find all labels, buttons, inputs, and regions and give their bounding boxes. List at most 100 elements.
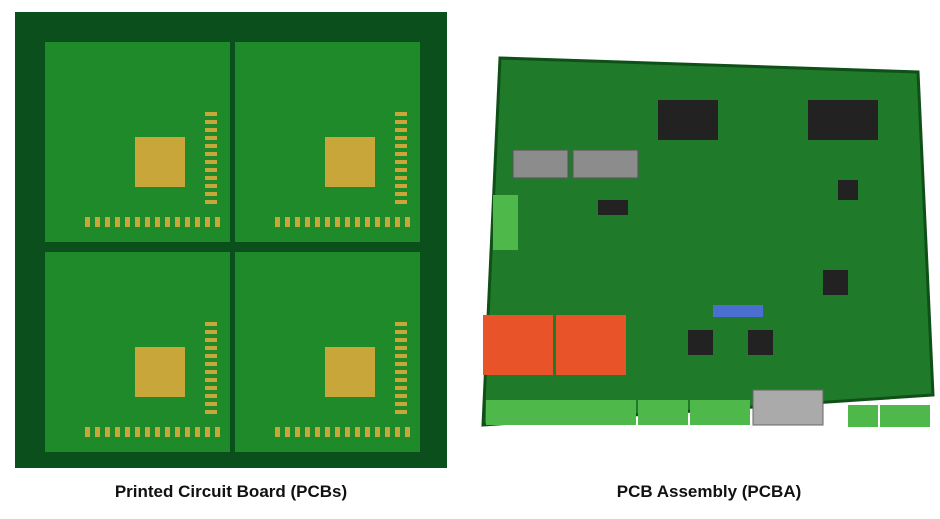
pad bbox=[365, 427, 370, 437]
pad bbox=[85, 427, 90, 437]
pad bbox=[305, 427, 310, 437]
pad bbox=[205, 200, 217, 204]
pad bbox=[205, 322, 217, 326]
pad bbox=[395, 160, 407, 164]
pad bbox=[185, 427, 190, 437]
bga-footprint bbox=[135, 347, 185, 397]
pad bbox=[205, 410, 217, 414]
pad bbox=[195, 427, 200, 437]
pad bbox=[355, 427, 360, 437]
pad bbox=[385, 217, 390, 227]
pad bbox=[395, 346, 407, 350]
pad bbox=[395, 362, 407, 366]
bga-footprint bbox=[135, 137, 185, 187]
pad bbox=[205, 330, 217, 334]
pad bbox=[395, 354, 407, 358]
pad bbox=[395, 217, 400, 227]
pad bbox=[405, 217, 410, 227]
ic-chip bbox=[598, 200, 628, 215]
ic-chip bbox=[658, 100, 718, 140]
ic-chip bbox=[838, 180, 858, 200]
pad bbox=[375, 427, 380, 437]
db25-connector bbox=[752, 389, 824, 426]
ic-chip bbox=[748, 330, 773, 355]
pad bbox=[145, 217, 150, 227]
pad bbox=[295, 427, 300, 437]
pad bbox=[95, 217, 100, 227]
pad bbox=[395, 112, 407, 116]
pad bbox=[205, 168, 217, 172]
pad bbox=[205, 370, 217, 374]
pad bbox=[205, 136, 217, 140]
pad bbox=[395, 184, 407, 188]
pad bbox=[355, 217, 360, 227]
pad bbox=[315, 427, 320, 437]
pad bbox=[155, 427, 160, 437]
pad bbox=[395, 322, 407, 326]
pad bbox=[345, 217, 350, 227]
pad bbox=[205, 386, 217, 390]
pad bbox=[125, 427, 130, 437]
pad bbox=[195, 217, 200, 227]
pad bbox=[205, 394, 217, 398]
pad bbox=[205, 112, 217, 116]
pad bbox=[395, 176, 407, 180]
pad bbox=[365, 217, 370, 227]
pad bbox=[215, 427, 220, 437]
bga-footprint bbox=[325, 137, 375, 187]
pad bbox=[205, 144, 217, 148]
pad bbox=[325, 427, 330, 437]
pad bbox=[395, 330, 407, 334]
ic-chip bbox=[688, 330, 713, 355]
pcb-assembly-photo bbox=[481, 56, 935, 427]
pad bbox=[395, 128, 407, 132]
pad bbox=[205, 120, 217, 124]
pad bbox=[215, 217, 220, 227]
pad bbox=[155, 217, 160, 227]
pad bbox=[205, 402, 217, 406]
pad bbox=[405, 427, 410, 437]
pad bbox=[205, 176, 217, 180]
pad bbox=[205, 346, 217, 350]
pad bbox=[145, 427, 150, 437]
pad bbox=[315, 217, 320, 227]
pad bbox=[165, 217, 170, 227]
pad bbox=[395, 427, 400, 437]
pad bbox=[395, 386, 407, 390]
db9-connectors bbox=[512, 149, 639, 179]
pad bbox=[165, 427, 170, 437]
pad bbox=[205, 160, 217, 164]
pad bbox=[105, 427, 110, 437]
pad bbox=[395, 402, 407, 406]
pad bbox=[115, 217, 120, 227]
pad bbox=[115, 427, 120, 437]
pad bbox=[395, 200, 407, 204]
caption-pcb: Printed Circuit Board (PCBs) bbox=[114, 482, 348, 501]
pad bbox=[275, 427, 280, 437]
pad bbox=[185, 217, 190, 227]
pad bbox=[395, 168, 407, 172]
pad bbox=[395, 338, 407, 342]
pad bbox=[175, 217, 180, 227]
pad bbox=[205, 192, 217, 196]
pad bbox=[305, 217, 310, 227]
bga-footprint bbox=[325, 347, 375, 397]
pad bbox=[135, 217, 140, 227]
bare-pcb-photo bbox=[15, 12, 447, 468]
pad bbox=[205, 184, 217, 188]
pad bbox=[205, 152, 217, 156]
pad bbox=[135, 427, 140, 437]
pad bbox=[285, 427, 290, 437]
pad bbox=[205, 217, 210, 227]
pad bbox=[345, 427, 350, 437]
pad bbox=[395, 152, 407, 156]
pad bbox=[395, 370, 407, 374]
ic-chip bbox=[808, 100, 878, 140]
pad bbox=[175, 427, 180, 437]
pad bbox=[335, 217, 340, 227]
pad bbox=[395, 120, 407, 124]
pad bbox=[395, 192, 407, 196]
pad bbox=[105, 217, 110, 227]
pad bbox=[395, 378, 407, 382]
pad bbox=[275, 217, 280, 227]
